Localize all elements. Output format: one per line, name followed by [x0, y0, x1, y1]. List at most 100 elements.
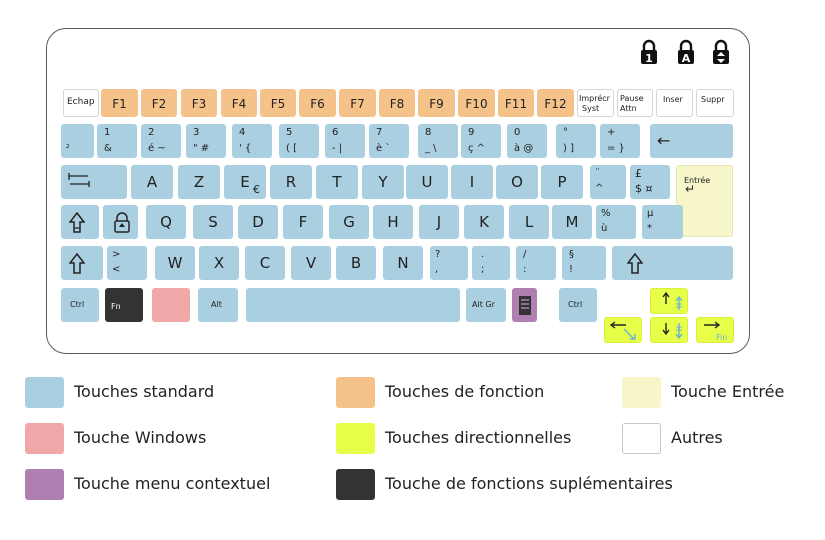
key-letter-o[interactable]: O: [496, 165, 538, 199]
svg-text:1: 1: [645, 52, 653, 65]
key-letter-m[interactable]: M: [552, 205, 592, 239]
key-f10-label: F10: [465, 97, 488, 111]
key-number-12-lower: = }: [607, 143, 625, 154]
key-letter-r[interactable]: R: [270, 165, 312, 199]
key-fn[interactable]: Fn: [105, 288, 143, 322]
key-f12[interactable]: F12: [537, 89, 574, 117]
legend-label: Touche Windows: [74, 428, 207, 447]
key-letter-s[interactable]: S: [193, 205, 233, 239]
key-arrow-up[interactable]: [650, 288, 688, 314]
key-letter-f[interactable]: F: [283, 205, 323, 239]
key-f9-label: F9: [429, 97, 444, 111]
key-exclamation[interactable]: § !: [562, 246, 606, 280]
key-imprecr[interactable]: Imprécr Syst: [577, 89, 614, 117]
key-superscript-2[interactable]: ²: [61, 124, 94, 158]
key-alt[interactable]: Alt: [198, 288, 238, 322]
key-space[interactable]: [246, 288, 460, 322]
key-number-3[interactable]: 3" #: [186, 124, 226, 158]
key-pause[interactable]: Pause Attn: [617, 89, 653, 117]
legend-label: Autres: [671, 428, 723, 447]
key-letter-i[interactable]: I: [451, 165, 493, 199]
key-letter-w[interactable]: W: [155, 246, 195, 280]
key-f7[interactable]: F7: [339, 89, 376, 117]
key-shift-lock-left[interactable]: [61, 205, 99, 239]
key-dollar[interactable]: £ $ ¤: [630, 165, 670, 199]
key-echap[interactable]: Echap: [63, 89, 99, 117]
key-letter-h[interactable]: H: [373, 205, 413, 239]
key-letter-g[interactable]: G: [329, 205, 369, 239]
key-f8-label: F8: [389, 97, 405, 111]
key-number-11[interactable]: °) ]: [556, 124, 596, 158]
key-letter-u[interactable]: U: [406, 165, 448, 199]
key-number-12[interactable]: += }: [600, 124, 640, 158]
key-altgr-label: Alt Gr: [472, 300, 495, 309]
key-letter-u-label: U: [421, 173, 433, 191]
key-letter-t[interactable]: T: [316, 165, 358, 199]
key-letter-c[interactable]: C: [245, 246, 285, 280]
key-shift-right[interactable]: [612, 246, 733, 280]
key-colon[interactable]: / :: [516, 246, 556, 280]
key-backspace[interactable]: ←: [650, 124, 733, 158]
key-inser[interactable]: Inser: [656, 89, 693, 117]
key-number-8[interactable]: 8_ \: [418, 124, 458, 158]
key-letter-l[interactable]: L: [509, 205, 549, 239]
key-comma[interactable]: ? ,: [430, 246, 468, 280]
key-context-menu[interactable]: [512, 288, 537, 322]
key-mu[interactable]: µ *: [642, 205, 683, 239]
key-f2[interactable]: F2: [141, 89, 177, 117]
key-windows[interactable]: [152, 288, 190, 322]
key-number-6[interactable]: 6- |: [325, 124, 365, 158]
key-f11[interactable]: F11: [498, 89, 534, 117]
key-alt-gr[interactable]: Alt Gr: [466, 288, 506, 322]
key-number-11-upper: °: [563, 127, 568, 138]
key-letter-j[interactable]: J: [419, 205, 459, 239]
key-letter-p[interactable]: P: [541, 165, 583, 199]
key-arrow-right[interactable]: Fin: [696, 317, 734, 343]
key-letter-a[interactable]: A: [131, 165, 173, 199]
key-f1[interactable]: F1: [101, 89, 138, 117]
key-number-5[interactable]: 5( [: [279, 124, 319, 158]
key-percent[interactable]: % ù: [596, 205, 636, 239]
key-letter-e[interactable]: E€: [224, 165, 266, 199]
key-entree[interactable]: Entrée ↵: [676, 165, 733, 237]
key-number-1[interactable]: 1&: [97, 124, 137, 158]
key-f12-label: F12: [544, 97, 567, 111]
key-arrow-down[interactable]: [650, 317, 688, 343]
key-shift-left[interactable]: [61, 246, 103, 280]
key-arrow-left[interactable]: [604, 317, 642, 343]
key-letter-v[interactable]: V: [291, 246, 331, 280]
key-less-greater[interactable]: > <: [107, 246, 147, 280]
key-trema[interactable]: ¨ ^: [590, 165, 626, 199]
key-number-4[interactable]: 4' {: [232, 124, 272, 158]
key-f6[interactable]: F6: [299, 89, 336, 117]
key-entree-label: Entrée: [684, 176, 711, 185]
key-letter-b[interactable]: B: [336, 246, 376, 280]
key-sup2-label: ²: [66, 144, 70, 154]
key-f5[interactable]: F5: [260, 89, 296, 117]
key-letter-q[interactable]: Q: [146, 205, 186, 239]
key-letter-x[interactable]: X: [199, 246, 239, 280]
key-caps-lock[interactable]: [103, 205, 138, 239]
key-f10[interactable]: F10: [458, 89, 495, 117]
key-f4-label: F4: [231, 97, 247, 111]
key-f8[interactable]: F8: [379, 89, 415, 117]
key-letter-v-label: V: [305, 254, 317, 272]
key-suppr[interactable]: Suppr: [696, 89, 734, 117]
key-semicolon[interactable]: . ;: [472, 246, 510, 280]
key-letter-z[interactable]: Z: [178, 165, 220, 199]
key-letter-d[interactable]: D: [238, 205, 278, 239]
key-tab[interactable]: [61, 165, 127, 199]
key-fin-label: Fin: [716, 333, 728, 342]
key-letter-k[interactable]: K: [464, 205, 504, 239]
key-ctrl-left[interactable]: Ctrl: [61, 288, 99, 322]
key-f3[interactable]: F3: [181, 89, 217, 117]
key-ctrl-right[interactable]: Ctrl: [559, 288, 597, 322]
key-letter-y[interactable]: Y: [362, 165, 404, 199]
key-letter-n[interactable]: N: [383, 246, 423, 280]
key-f4[interactable]: F4: [221, 89, 257, 117]
key-f9[interactable]: F9: [418, 89, 455, 117]
